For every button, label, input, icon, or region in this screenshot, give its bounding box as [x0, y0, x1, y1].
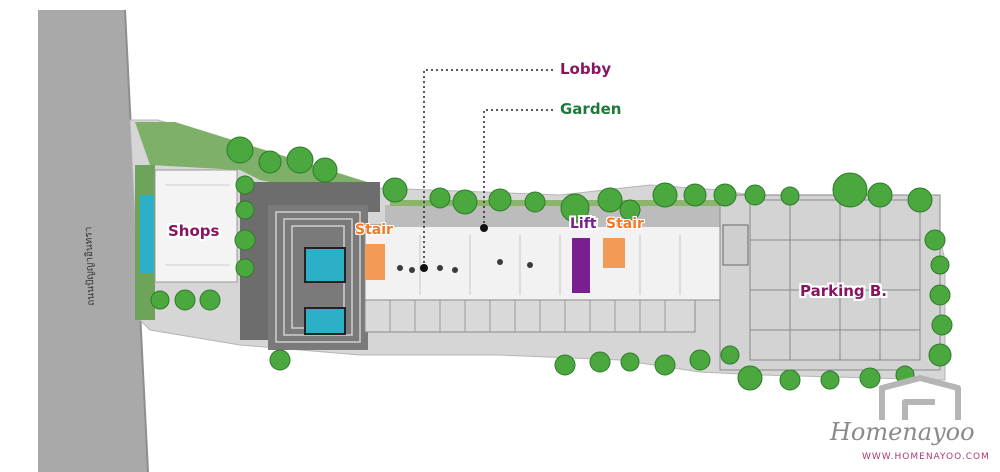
lobby-leader: [423, 69, 555, 268]
label-shops: Shops: [168, 222, 220, 240]
trees: [150, 136, 953, 391]
main-building: [364, 224, 721, 301]
shops-pool: [140, 195, 154, 273]
stair-right-area: [603, 238, 625, 268]
parking-building: [719, 194, 941, 371]
garden-leader: [483, 109, 555, 228]
water-feature-top: [304, 247, 346, 283]
label-lobby: Lobby: [560, 60, 612, 78]
label-stair-left: Stair: [355, 222, 393, 238]
water-feature-bottom: [304, 307, 346, 335]
label-lift: Lift: [570, 216, 597, 232]
label-garden: Garden: [560, 100, 622, 118]
road: [38, 10, 148, 472]
watermark-brand: Homenayoo: [830, 418, 975, 446]
label-parking: Parking B.: [800, 282, 887, 300]
shops-building: [154, 169, 238, 283]
lift-area: [572, 238, 590, 293]
road-name: ถนนปัญญาอินทรา: [83, 226, 97, 306]
label-stair-right: Stair: [606, 216, 644, 232]
watermark-url: WWW.HOMENAYOO.COM: [862, 452, 990, 462]
stair-left-area: [365, 244, 385, 280]
watermark-house-icon: [879, 375, 961, 420]
